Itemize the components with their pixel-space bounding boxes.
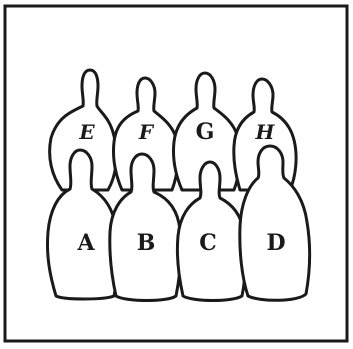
figure-d-label: D [266,230,285,256]
figure-g-label: G [196,119,215,145]
figure-f-label: F [138,120,155,144]
figure-e-label: E [78,120,95,144]
figure-a-label: A [76,230,95,256]
figure-c-label: C [199,230,217,256]
figure-h-label: H [255,120,276,144]
figure-b-label: B [137,230,156,256]
